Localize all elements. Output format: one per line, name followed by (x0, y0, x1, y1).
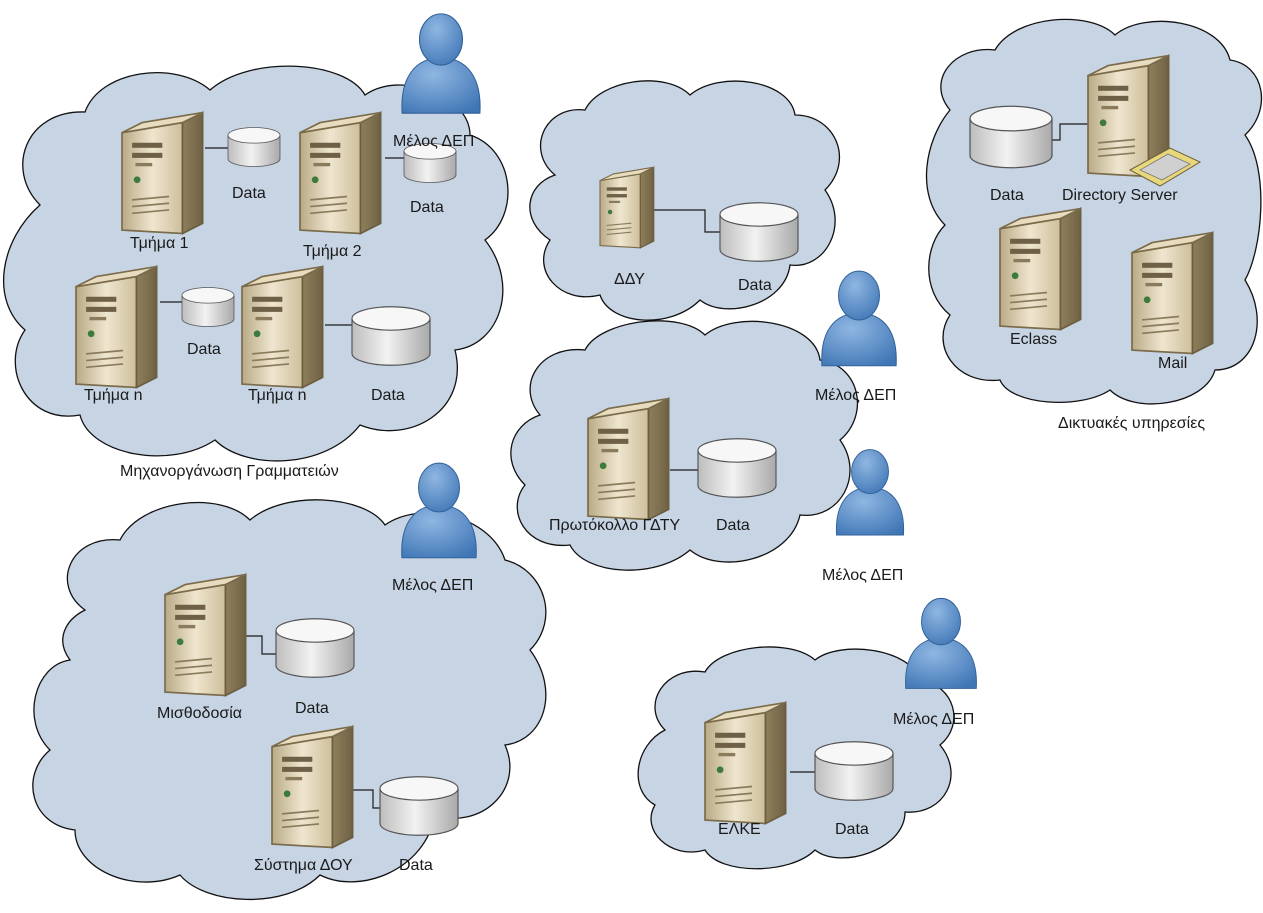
member-icon-5 (905, 597, 977, 689)
label-member-1: Μέλος ΔΕΠ (393, 133, 474, 150)
label-doy: Σύστημα ΔΟΥ (254, 857, 353, 874)
label-data-payroll: Data (295, 700, 329, 717)
server-tmima-1-icon (121, 111, 204, 235)
server-tmima-n-right-icon (241, 265, 324, 389)
disk-protocol-icon (697, 438, 777, 498)
label-protocol: Πρωτόκολλο ΓΔΤΥ (549, 517, 681, 534)
label-tmima-n-right: Τμήμα n (248, 387, 307, 404)
server-eclass-icon (999, 207, 1082, 331)
label-data-tn-left: Data (187, 341, 221, 358)
labels: Data Τμήμα 1 Data Τμήμα 2 Data Τμήμα n Τ… (84, 133, 1205, 874)
member-icon-4 (401, 462, 477, 559)
label-eclass: Eclass (1010, 331, 1057, 348)
label-data-t2: Data (410, 199, 444, 216)
label-tmima-2: Τμήμα 2 (303, 243, 362, 260)
disk-doy-icon (379, 776, 459, 836)
caption-network-services: Δικτυακές υπηρεσίες (1058, 415, 1205, 432)
label-tmima-1: Τμήμα 1 (130, 235, 189, 252)
disk-network-icon (969, 105, 1053, 169)
label-member-3: Μέλος ΔΕΠ (822, 567, 903, 584)
keyboard-icon (1128, 147, 1202, 187)
cloud-ddy (529, 80, 841, 321)
disk-ddy-icon (719, 202, 799, 262)
label-elke: ΕΛΚΕ (718, 821, 761, 838)
server-elke-icon (704, 701, 787, 825)
label-ddy: ΔΔΥ (614, 271, 645, 288)
label-mail: Mail (1158, 355, 1187, 372)
label-data-doy: Data (399, 857, 433, 874)
disk-tmima-n-right-icon (351, 306, 431, 366)
caption-secretariats: Μηχανοργάνωση Γραμματειών (120, 463, 339, 480)
label-data-t1: Data (232, 185, 266, 202)
label-payroll: Μισθοδοσία (157, 705, 242, 722)
server-payroll-icon (164, 573, 247, 697)
label-tmima-n-left: Τμήμα n (84, 387, 143, 404)
label-data-tn-right: Data (371, 387, 405, 404)
label-member-5: Μέλος ΔΕΠ (893, 711, 974, 728)
disk-elke-icon (814, 741, 894, 801)
label-data-network: Data (990, 187, 1024, 204)
label-data-elke: Data (835, 821, 869, 838)
server-tmima-2-icon (299, 111, 382, 235)
server-protocol-icon (587, 397, 670, 521)
server-mail-icon (1131, 231, 1214, 355)
server-tmima-n-left-icon (75, 265, 158, 389)
disk-payroll-icon (275, 618, 355, 678)
label-data-ddy: Data (738, 277, 772, 294)
member-icon-1 (401, 13, 481, 114)
member-icon-2 (821, 270, 897, 367)
server-doy-icon (271, 725, 354, 849)
label-directory-server: Directory Server (1062, 187, 1178, 204)
disk-tmima-n-left-icon (181, 287, 235, 327)
server-ddy-icon (599, 166, 655, 249)
disk-tmima-1-icon (227, 127, 281, 167)
label-member-2: Μέλος ΔΕΠ (815, 387, 896, 404)
label-data-protocol: Data (716, 517, 750, 534)
label-member-4: Μέλος ΔΕΠ (392, 577, 473, 594)
